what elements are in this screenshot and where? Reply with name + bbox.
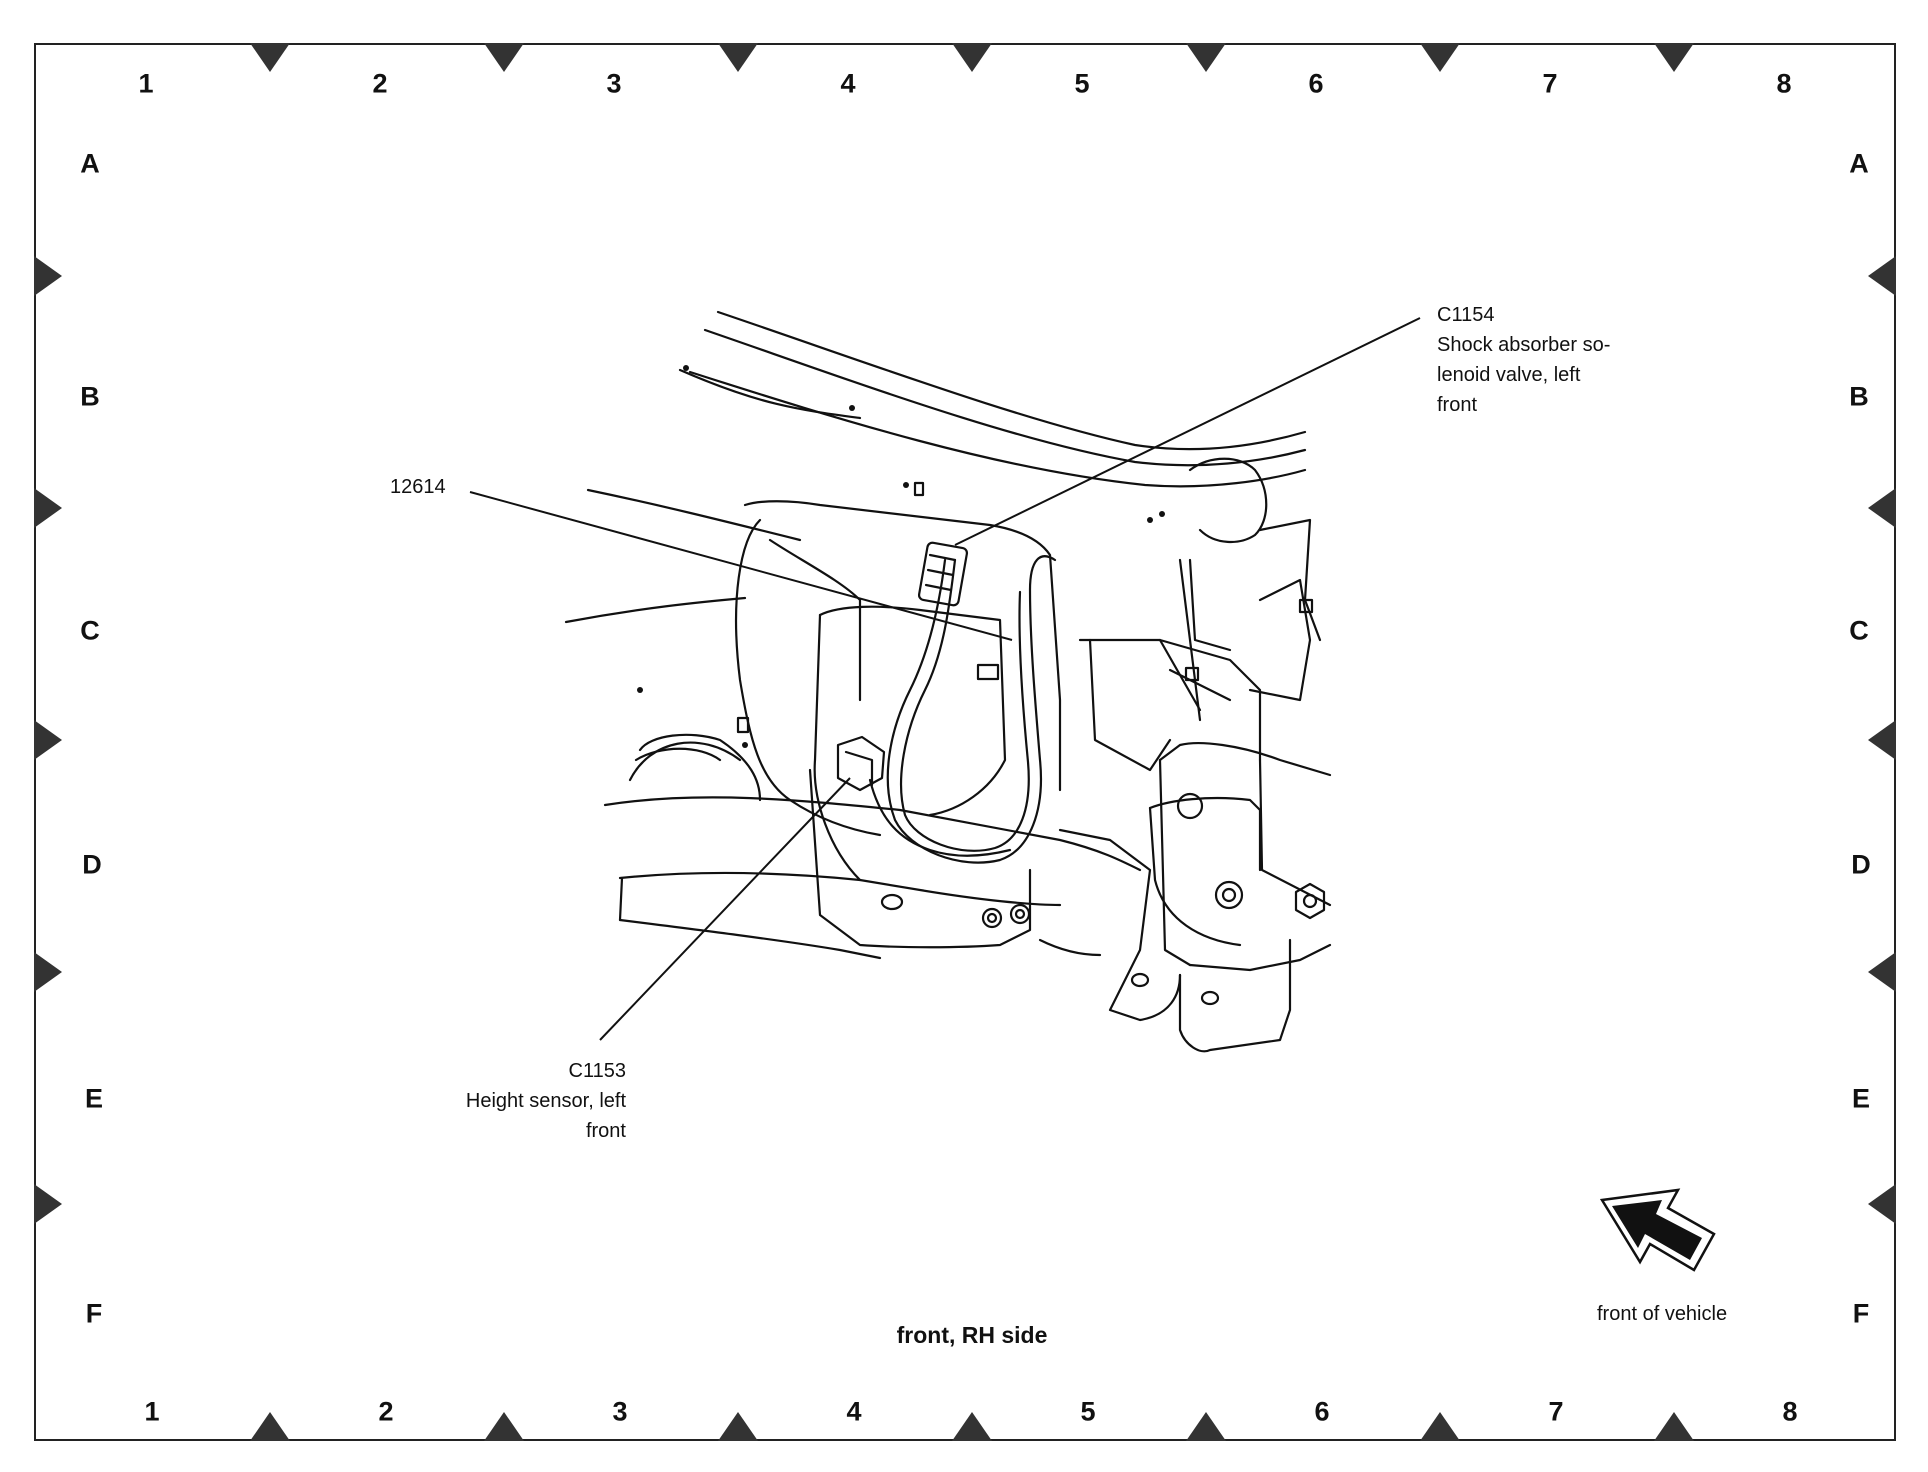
row-label-left-b: B [80, 381, 100, 412]
marker-top-1 [250, 43, 290, 72]
marker-bottom-2 [484, 1412, 524, 1441]
col-label-top-5: 5 [1074, 68, 1090, 99]
row-label-left-c: C [80, 615, 100, 646]
marker-right-1 [1868, 256, 1896, 296]
col-label-top-7: 7 [1542, 68, 1558, 99]
callout-c1153-code: C1153 [568, 1060, 626, 1082]
row-label-left-e: E [84, 1083, 104, 1114]
callout-c1154-line-1: Shock absorber so- [1437, 334, 1611, 356]
front-of-vehicle-label: front of vehicle [1597, 1303, 1728, 1325]
marker-right-5 [1868, 1184, 1896, 1224]
marker-left-2 [34, 488, 62, 528]
callout-c1154-line-2: lenoid valve, left [1437, 364, 1581, 386]
col-label-top-6: 6 [1308, 68, 1324, 99]
right-markers [1868, 256, 1896, 1224]
marker-left-5 [34, 1184, 62, 1224]
row-label-right-d: D [1851, 849, 1871, 880]
callout-c1154-code: C1154 [1437, 304, 1495, 326]
marker-right-2 [1868, 488, 1896, 528]
marker-bottom-5 [1186, 1412, 1226, 1441]
leader-12614 [469, 491, 1013, 641]
marker-left-1 [34, 256, 62, 296]
row-label-left-f: F [85, 1298, 103, 1329]
col-label-bottom-2: 2 [378, 1396, 394, 1427]
row-label-right-f: F [1852, 1298, 1870, 1329]
col-label-bottom-1: 1 [144, 1396, 160, 1427]
marker-top-5 [1186, 43, 1226, 72]
col-label-top-4: 4 [840, 68, 856, 99]
marker-top-4 [952, 43, 992, 72]
col-label-bottom-7: 7 [1548, 1396, 1564, 1427]
marker-right-4 [1868, 952, 1896, 992]
marker-top-3 [718, 43, 758, 72]
callout-12614-code: 12614 [390, 476, 446, 498]
callout-c1154-line-3: front [1437, 394, 1478, 416]
marker-top-2 [484, 43, 524, 72]
callout-c1153-line-2: front [585, 1120, 626, 1142]
callout-c1153-line-1: Height sensor, left [465, 1090, 626, 1112]
col-label-top-1: 1 [138, 68, 154, 99]
top-markers [250, 43, 1694, 72]
row-label-left-a: A [80, 148, 100, 179]
marker-left-4 [34, 952, 62, 992]
marker-right-3 [1868, 720, 1896, 760]
marker-top-6 [1420, 43, 1460, 72]
col-label-bottom-6: 6 [1314, 1396, 1330, 1427]
callout-12614: 12614 [390, 472, 446, 502]
marker-bottom-7 [1654, 1412, 1694, 1441]
bottom-markers [250, 1412, 1694, 1441]
marker-bottom-3 [718, 1412, 758, 1441]
col-label-bottom-8: 8 [1782, 1396, 1798, 1427]
marker-bottom-6 [1420, 1412, 1460, 1441]
marker-top-7 [1654, 43, 1694, 72]
marker-left-3 [34, 720, 62, 760]
callout-c1153: C1153 Height sensor, left front [466, 1056, 626, 1146]
col-label-bottom-4: 4 [846, 1396, 862, 1427]
row-label-right-b: B [1849, 381, 1869, 412]
view-caption: front, RH side [896, 1322, 1048, 1348]
marker-bottom-1 [250, 1412, 290, 1441]
col-label-bottom-3: 3 [612, 1396, 628, 1427]
col-label-top-8: 8 [1776, 68, 1792, 99]
row-label-right-c: C [1849, 615, 1869, 646]
leader-c1154 [954, 317, 1421, 546]
left-markers [34, 256, 62, 1224]
row-label-right-e: E [1851, 1083, 1871, 1114]
callout-c1154: C1154 Shock absorber so- lenoid valve, l… [1437, 300, 1610, 420]
row-label-right-a: A [1849, 148, 1869, 179]
col-label-top-3: 3 [606, 68, 622, 99]
col-label-top-2: 2 [372, 68, 388, 99]
row-label-left-d: D [82, 849, 102, 880]
col-label-bottom-5: 5 [1080, 1396, 1096, 1427]
marker-bottom-4 [952, 1412, 992, 1441]
leader-c1153 [599, 777, 851, 1041]
